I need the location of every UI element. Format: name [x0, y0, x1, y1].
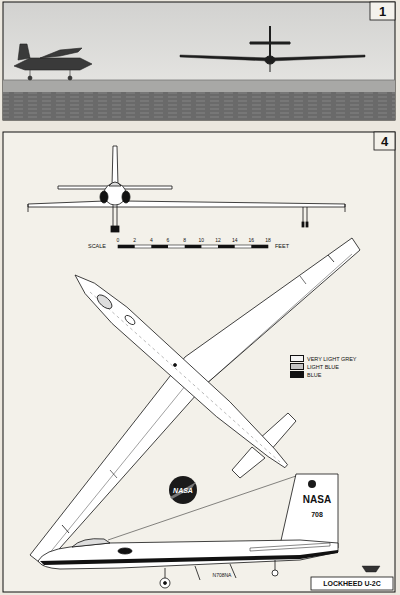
legend-text: BLUE	[307, 372, 321, 378]
title-box	[311, 577, 393, 590]
legend-swatch	[290, 363, 304, 370]
scale-number: 18	[265, 238, 271, 243]
legend-text: VERY LIGHT GREY	[307, 356, 357, 362]
scale-number: 16	[249, 238, 255, 243]
title-label: LOCKHEED U-2C	[323, 580, 381, 587]
legend-item: LIGHT BLUE	[290, 363, 339, 370]
legend-item: VERY LIGHT GREY	[290, 355, 357, 362]
scale-number: 10	[199, 238, 205, 243]
panel-number: 1	[379, 5, 386, 18]
scale-number: 14	[232, 238, 238, 243]
registration: N708NA	[213, 573, 232, 578]
scale-number: 8	[183, 238, 186, 243]
scale-unit: FEET	[275, 244, 289, 250]
scale-number: 12	[215, 238, 221, 243]
side-view	[38, 474, 380, 588]
nasa-logo	[169, 476, 197, 504]
legend-text: LIGHT BLUE	[307, 364, 339, 370]
scale-number: 0	[117, 238, 120, 243]
legend-item: BLUE	[290, 371, 321, 378]
scale-number: 2	[133, 238, 136, 243]
scale-bar	[118, 245, 268, 248]
scale-number: 6	[167, 238, 170, 243]
scale-label: SCALE	[88, 244, 106, 250]
tail-marking: NASA	[303, 495, 331, 505]
logo-text: NASA	[173, 487, 193, 494]
panel-number: 4	[381, 135, 388, 148]
tail-number: 708	[311, 511, 323, 518]
front-view	[28, 146, 345, 232]
scale-number: 4	[150, 238, 153, 243]
drawing-panel	[3, 132, 395, 592]
legend-swatch	[290, 355, 304, 362]
top-view	[30, 238, 360, 566]
photo-panel	[3, 2, 395, 120]
legend-swatch	[290, 371, 304, 378]
